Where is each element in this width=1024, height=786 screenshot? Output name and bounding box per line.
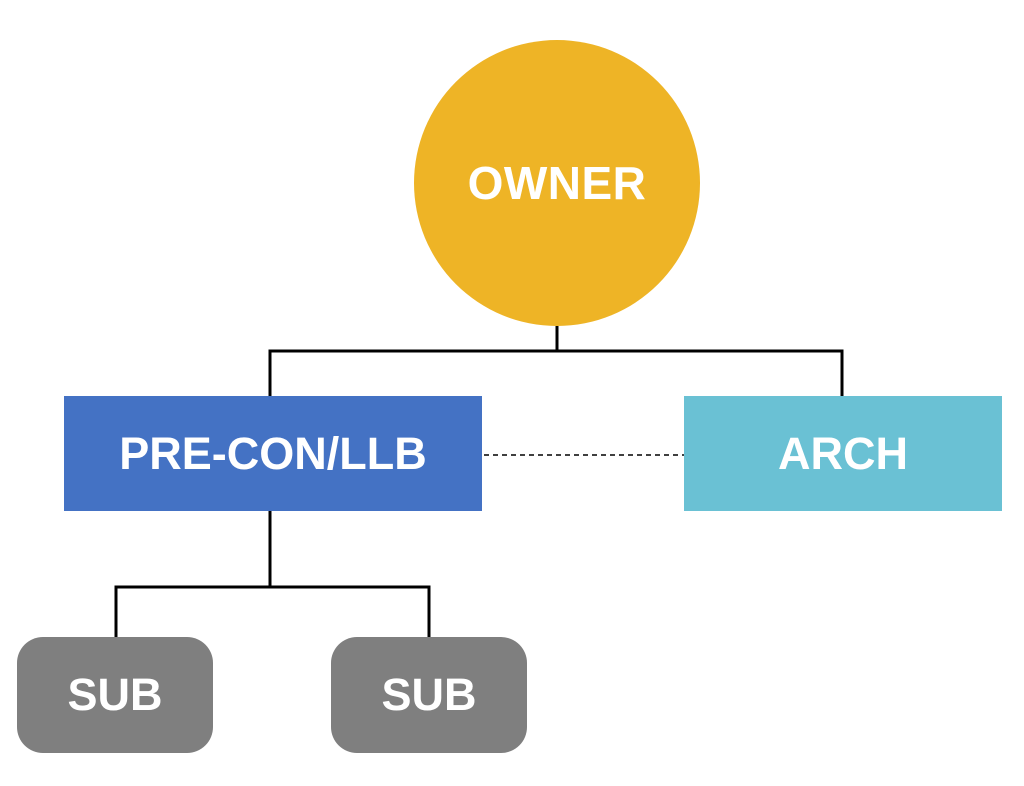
- precon-node: PRE-CON/LLB: [64, 396, 482, 511]
- owner-node: OWNER: [414, 40, 700, 326]
- precon-label: PRE-CON/LLB: [119, 427, 427, 479]
- arch-label: ARCH: [778, 427, 908, 479]
- sub-label-1: SUB: [67, 669, 163, 720]
- sub-label-2: SUB: [381, 669, 477, 720]
- owner-label: OWNER: [467, 157, 647, 209]
- sub-node-2: SUB: [331, 637, 527, 753]
- arch-node: ARCH: [684, 396, 1002, 511]
- sub-node-1: SUB: [17, 637, 213, 753]
